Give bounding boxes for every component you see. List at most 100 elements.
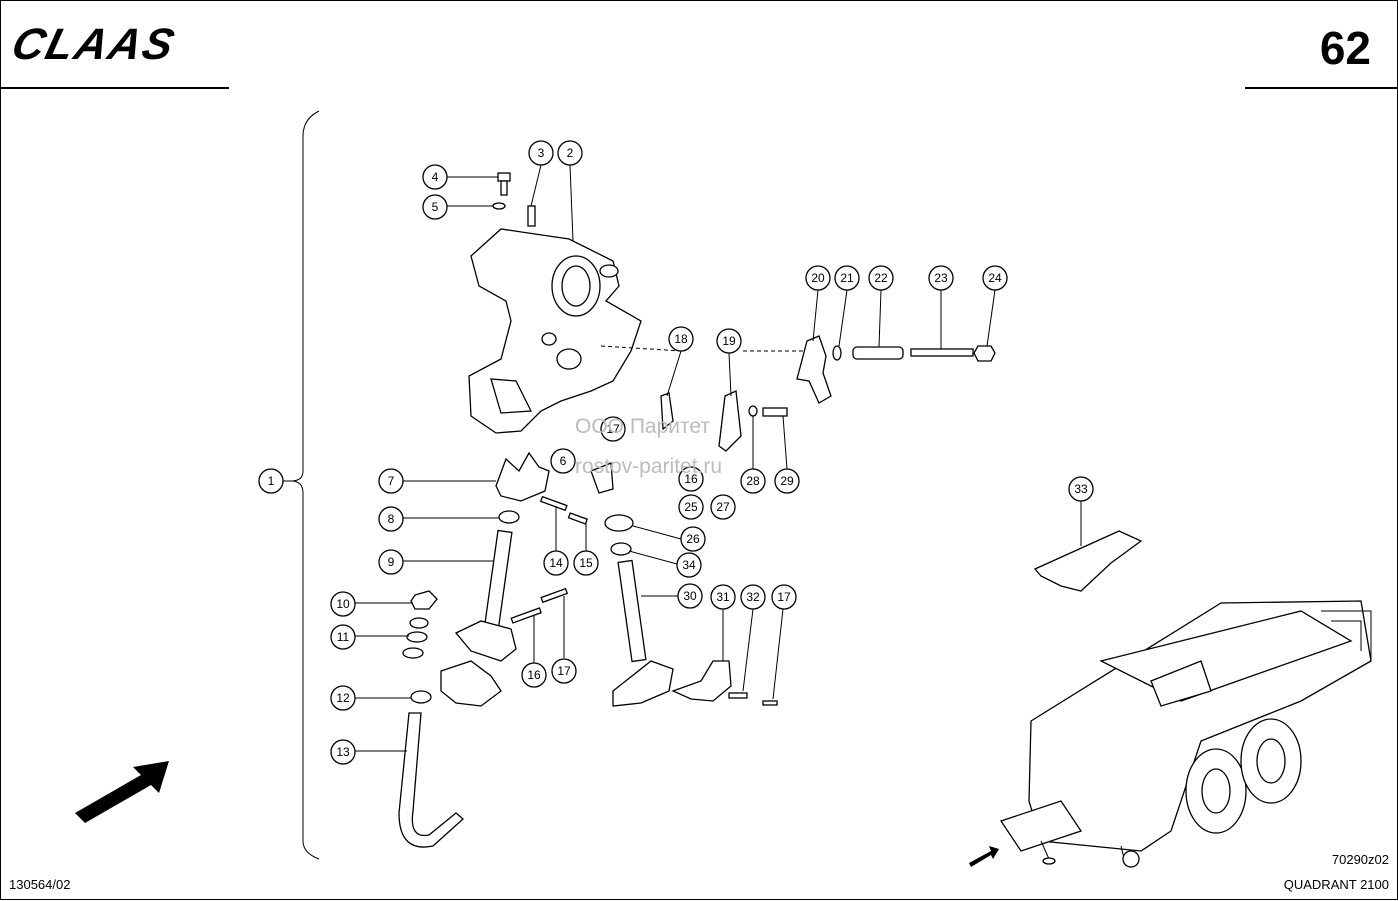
washer-12 xyxy=(410,690,432,704)
callout-29: 29 xyxy=(774,468,800,494)
document-id: 130564/02 xyxy=(9,877,71,892)
callout-3: 3 xyxy=(528,140,554,166)
spring-washer-11a xyxy=(409,617,429,629)
svg-text:9: 9 xyxy=(388,555,395,569)
part-25 xyxy=(590,462,614,494)
callout-10: 10 xyxy=(330,591,356,617)
nut-24 xyxy=(973,345,996,362)
washer-21 xyxy=(832,345,842,361)
callout-17c: 17 xyxy=(771,584,797,610)
bearing-26 xyxy=(604,514,634,532)
svg-text:23: 23 xyxy=(934,271,948,285)
assembly-bracket xyxy=(290,110,320,860)
svg-text:1: 1 xyxy=(268,474,275,488)
callout-2: 2 xyxy=(557,140,583,166)
callout-24: 24 xyxy=(982,265,1008,291)
leader-lines xyxy=(283,164,1082,752)
svg-text:11: 11 xyxy=(337,630,350,644)
svg-text:6: 6 xyxy=(560,454,567,468)
pin-17b xyxy=(762,700,778,706)
lever-19 xyxy=(718,390,742,452)
knotter-plate xyxy=(440,660,502,707)
lever-20 xyxy=(796,335,832,404)
callout-17: 17 xyxy=(551,658,577,684)
callout-17b: 17 xyxy=(600,416,626,442)
lever-18 xyxy=(660,392,674,431)
callout-19: 19 xyxy=(716,328,742,354)
callout-30: 30 xyxy=(677,583,703,609)
svg-text:29: 29 xyxy=(780,474,794,488)
svg-text:17: 17 xyxy=(606,422,620,436)
spring-washer-11b xyxy=(406,631,428,643)
svg-text:19: 19 xyxy=(722,334,736,348)
bolt-29 xyxy=(762,407,788,417)
cover-33 xyxy=(1033,530,1143,592)
pin-3 xyxy=(527,205,536,227)
svg-text:2: 2 xyxy=(567,146,574,160)
pin-32 xyxy=(728,692,748,699)
nut-10 xyxy=(410,590,438,610)
svg-text:22: 22 xyxy=(874,271,888,285)
callout-34: 34 xyxy=(676,552,702,578)
callout-18: 18 xyxy=(668,326,694,352)
callout-1: 1 xyxy=(258,468,284,494)
callout-7: 7 xyxy=(378,468,404,494)
callout-11: 11 xyxy=(330,624,356,650)
callout-20: 20 xyxy=(805,265,831,291)
washer-8 xyxy=(498,510,520,524)
svg-text:25: 25 xyxy=(684,500,698,514)
rod-23 xyxy=(910,348,974,357)
direction-arrow-icon xyxy=(75,761,169,823)
bolt-4 xyxy=(497,172,511,196)
svg-text:16: 16 xyxy=(527,668,541,682)
knotter-housing xyxy=(468,228,642,434)
baler-overview xyxy=(969,600,1372,868)
svg-text:24: 24 xyxy=(988,271,1002,285)
callout-26: 26 xyxy=(680,526,706,552)
callout-22: 22 xyxy=(868,265,894,291)
callout-28: 28 xyxy=(740,468,766,494)
svg-text:7: 7 xyxy=(388,474,395,488)
svg-text:17: 17 xyxy=(557,664,571,678)
callout-group: 1 2 3 4 5 6 7 8 9 10 11 12 13 14 15 16 1… xyxy=(258,140,1094,765)
pin-16 xyxy=(510,607,542,624)
svg-text:17: 17 xyxy=(777,590,791,604)
svg-text:31: 31 xyxy=(716,590,730,604)
callout-25: 25 xyxy=(678,494,704,520)
svg-text:18: 18 xyxy=(674,332,688,346)
header-rule-right xyxy=(1245,87,1398,89)
shaft-30 xyxy=(612,559,674,707)
pin-15 xyxy=(567,512,588,525)
svg-text:14: 14 xyxy=(549,556,563,570)
spring-washer-11c xyxy=(402,647,424,659)
watermark-line-2: rostov-paritet.ru xyxy=(575,455,723,478)
spring-22 xyxy=(852,346,904,360)
washer-28 xyxy=(748,405,758,417)
callout-13: 13 xyxy=(330,739,356,765)
callout-8: 8 xyxy=(378,506,404,532)
callout-16b: 16 xyxy=(678,466,704,492)
svg-text:27: 27 xyxy=(716,500,730,514)
svg-text:32: 32 xyxy=(746,590,760,604)
callout-21: 21 xyxy=(834,265,860,291)
svg-text:3: 3 xyxy=(538,146,545,160)
hook-bolt-13 xyxy=(398,712,464,848)
callout-16: 16 xyxy=(521,662,547,688)
shaft-9 xyxy=(454,529,517,662)
svg-text:20: 20 xyxy=(811,271,825,285)
pin-17 xyxy=(540,587,569,604)
baler-direction-arrow-icon xyxy=(969,846,999,867)
callout-15: 15 xyxy=(573,550,599,576)
svg-text:26: 26 xyxy=(686,532,700,546)
callout-12: 12 xyxy=(330,685,356,711)
watermark-line-1: ООО Паритет xyxy=(575,415,711,438)
svg-text:4: 4 xyxy=(432,170,439,184)
callout-5: 5 xyxy=(422,194,448,220)
svg-text:33: 33 xyxy=(1074,482,1088,496)
star-wheel-7 xyxy=(495,451,550,502)
svg-text:10: 10 xyxy=(336,597,350,611)
svg-text:12: 12 xyxy=(336,691,350,705)
callout-32: 32 xyxy=(740,584,766,610)
callout-9: 9 xyxy=(378,549,404,575)
